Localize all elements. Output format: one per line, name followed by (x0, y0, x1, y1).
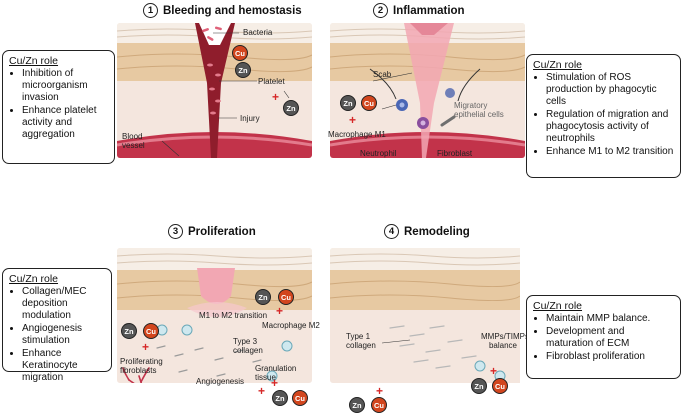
zinc-badge: Zn (283, 100, 299, 116)
plus-icon: + (271, 376, 279, 390)
stage-3-title: 3 Proliferation (168, 224, 256, 239)
label-mmps-timps: MMPs/TIMPs balance (481, 332, 529, 350)
stage-4-heading: Remodeling (404, 225, 470, 238)
stage-2-heading: Inflammation (393, 4, 465, 17)
label-m1-m2-transition: M1 to M2 transition (199, 311, 268, 320)
stage-1-skin-illustration (117, 23, 312, 158)
stage-4-number: 4 (384, 224, 399, 239)
stage-4-role-item: Development and maturation of ECM (546, 326, 674, 350)
plus-icon: + (376, 384, 384, 398)
stage-3-role-item: Angiogenesis stimulation (22, 323, 105, 347)
stage-3-role-title: Cu/Zn role (9, 273, 59, 285)
stage-1-role-item: Inhibition of microorganism invasion (22, 68, 108, 104)
label-proliferating-fibroblasts: Proliferating fibroblasts (120, 357, 163, 375)
label-type3-collagen: Type 3 collagen (233, 337, 263, 355)
stage-1-role-box: Cu/Zn role Inhibition of microorganism i… (2, 50, 115, 164)
plus-icon: + (142, 340, 150, 354)
copper-badge: Cu (278, 289, 294, 305)
stage-2-panel (330, 23, 525, 158)
label-bacteria: Bacteria (243, 28, 273, 37)
stage-1-number: 1 (143, 3, 158, 18)
stage-2-role-item: Stimulation of ROS production by phagocy… (546, 72, 674, 108)
stage-4-role-item: Maintain MMP balance. (546, 313, 674, 325)
stage-3-role-list: Collagen/MEC deposition modulation Angio… (9, 286, 105, 384)
stage-1-role-title: Cu/Zn role (9, 55, 59, 67)
stage-2-title: 2 Inflammation (373, 3, 465, 18)
label-blood-vessel: Blood vessel (122, 132, 145, 150)
stage-3-number: 3 (168, 224, 183, 239)
stage-1-heading: Bleeding and hemostasis (163, 4, 302, 17)
copper-badge: Cu (232, 45, 248, 61)
label-macrophage-m1: Macrophage M1 (328, 130, 386, 139)
stage-4-role-item: Fibroblast proliferation (546, 351, 674, 363)
plus-icon: + (258, 384, 266, 398)
stage-3-role-item: Enhance Keratinocyte migration (22, 348, 105, 384)
stage-2-skin-illustration (330, 23, 525, 158)
stage-1-role-list: Inhibition of microorganism invasion Enh… (9, 68, 108, 141)
label-neutrophil: Neutrophil (360, 149, 397, 158)
copper-badge: Cu (492, 378, 508, 394)
copper-badge: Cu (361, 95, 377, 111)
label-migratory-cells: Migratory epithelial cells (454, 101, 504, 119)
label-angiogenesis: Angiogenesis (196, 377, 245, 386)
stage-4-panel (330, 248, 525, 383)
stage-2-role-item: Regulation of migration and phagocytosis… (546, 109, 674, 145)
stage-4-role-list: Maintain MMP balance. Development and ma… (533, 313, 674, 363)
stage-1-title: 1 Bleeding and hemostasis (143, 3, 302, 18)
stage-2-number: 2 (373, 3, 388, 18)
plus-icon: + (349, 113, 357, 127)
stage-2-role-title: Cu/Zn role (533, 59, 583, 71)
label-type1-collagen: Type 1 collagen (346, 332, 376, 350)
stage-3-role-item: Collagen/MEC deposition modulation (22, 286, 105, 322)
plus-icon: + (276, 304, 284, 318)
zinc-badge: Zn (235, 62, 251, 78)
stage-4-role-title: Cu/Zn role (533, 300, 583, 312)
label-platelet: Platelet (258, 77, 285, 86)
stage-1-panel (117, 23, 312, 158)
label-scab: Scab (373, 70, 392, 79)
stage-2-role-item: Enhance M1 to M2 transition (546, 146, 674, 158)
zinc-badge: Zn (471, 378, 487, 394)
stage-3-skin-illustration (117, 248, 312, 383)
plus-icon: + (272, 90, 280, 104)
label-injury: Injury (240, 114, 260, 123)
stage-2-role-list: Stimulation of ROS production by phagocy… (533, 72, 674, 158)
stage-3-heading: Proliferation (188, 225, 256, 238)
label-fibroblast: Fibroblast (437, 149, 473, 158)
copper-badge: Cu (143, 323, 159, 339)
stage-2-role-box: Cu/Zn role Stimulation of ROS production… (526, 54, 681, 178)
label-granulation-tissue: Granulation tissue (255, 364, 297, 382)
stage-3-panel (117, 248, 312, 383)
copper-badge: Cu (371, 397, 387, 413)
stage-4-skin-illustration (330, 248, 520, 383)
stage-1-role-item: Enhance platelet activity and aggregatio… (22, 105, 108, 141)
stage-4-role-box: Cu/Zn role Maintain MMP balance. Develop… (526, 295, 681, 379)
stage-4-title: 4 Remodeling (384, 224, 470, 239)
zinc-badge: Zn (340, 95, 356, 111)
zinc-badge: Zn (349, 397, 365, 413)
copper-badge: Cu (292, 390, 308, 406)
zinc-badge: Zn (121, 323, 137, 339)
label-macrophage-m2: Macrophage M2 (262, 321, 320, 330)
stage-3-role-box: Cu/Zn role Collagen/MEC deposition modul… (2, 268, 112, 383)
zinc-badge: Zn (255, 289, 271, 305)
plus-icon: + (490, 364, 498, 378)
zinc-badge: Zn (272, 390, 288, 406)
